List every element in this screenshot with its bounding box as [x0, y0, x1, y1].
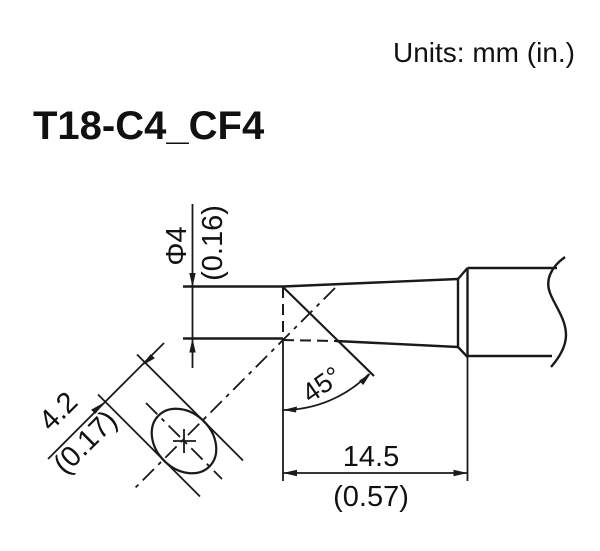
arrow-length-right — [453, 469, 468, 477]
units-label: Units: mm (in.) — [393, 37, 575, 68]
angle-label: 45° — [297, 361, 348, 409]
arrow-angle-left — [283, 406, 297, 413]
chamfer-top — [457, 267, 469, 280]
dim-face: 4.2 (0.17) — [33, 342, 244, 498]
dim-face-ext2 — [136, 353, 244, 462]
dim-length-mm: 14.5 — [343, 441, 399, 473]
arrow-face-lower — [91, 401, 106, 414]
tip-outline — [183, 256, 568, 377]
arrow-length-left — [283, 469, 297, 477]
dim-length: 14.5 (0.57) — [282, 339, 469, 513]
dim-diameter: Φ4 (0.16) — [161, 204, 229, 368]
dim-diameter-mm: Φ4 — [161, 226, 193, 265]
cone-bottom-edge — [335, 339, 459, 349]
break-line — [547, 256, 568, 368]
dim-angle: 45° — [282, 361, 371, 413]
hidden-edges — [282, 287, 337, 342]
chamfer-bottom — [457, 346, 469, 358]
dim-face-ext1 — [97, 393, 201, 498]
bevel-edge — [282, 286, 375, 377]
arrow-angle-right — [359, 373, 371, 385]
model-title: T18-C4_CF4 — [33, 104, 265, 148]
arrow-face-upper — [140, 354, 155, 367]
dim-length-in: (0.57) — [333, 481, 409, 513]
dim-diameter-in: (0.16) — [197, 205, 229, 281]
ellipse-center-mark — [173, 429, 196, 453]
cone-top-edge — [282, 277, 459, 288]
bevel-axis-centerline — [133, 287, 336, 490]
arrow-dia-bottom — [189, 338, 196, 353]
hidden-bottom-edge — [282, 339, 337, 342]
arrow-dia-top — [189, 273, 196, 287]
